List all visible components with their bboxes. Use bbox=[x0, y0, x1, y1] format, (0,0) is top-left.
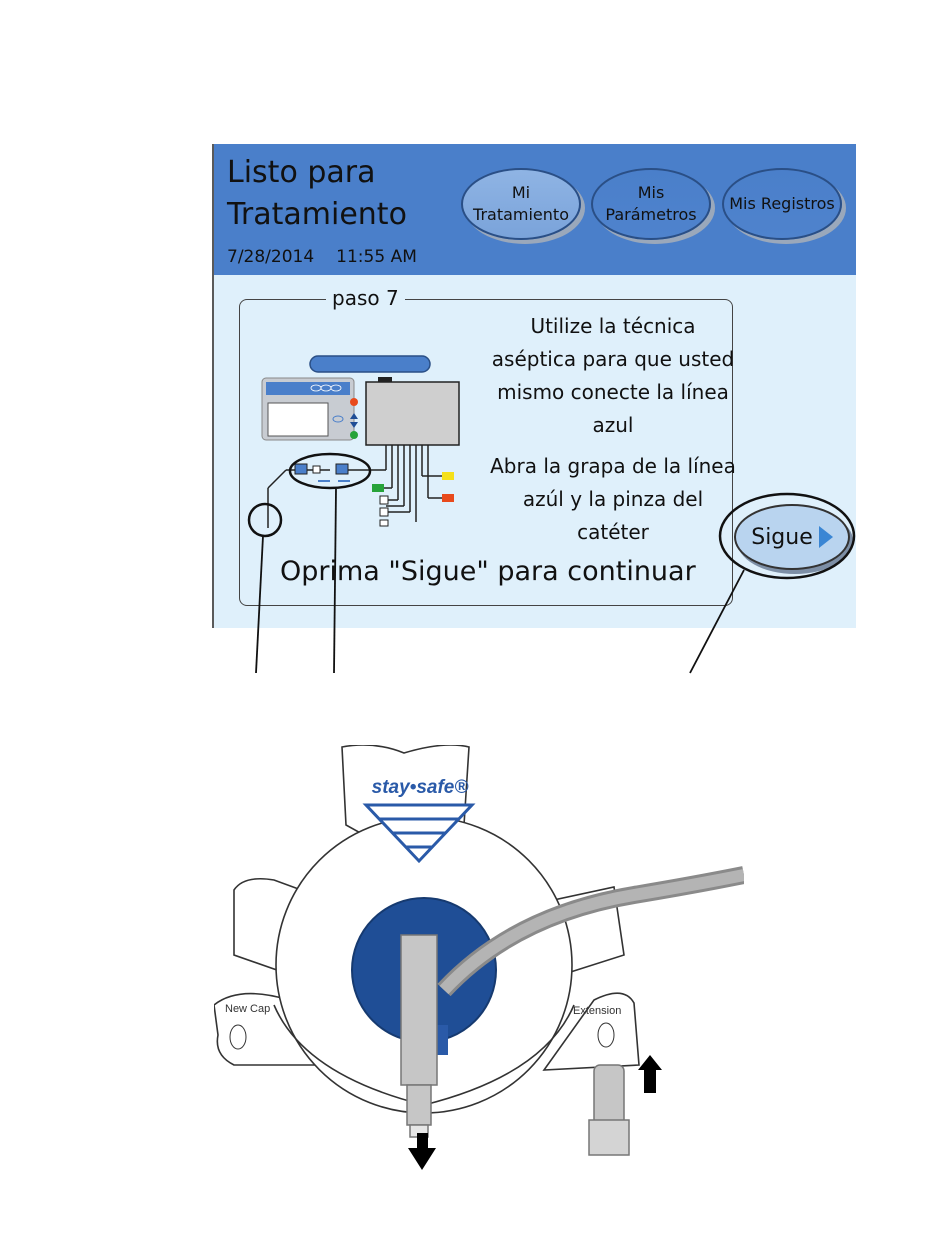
organizer-illustration bbox=[214, 745, 744, 1175]
extension-label: Extension bbox=[573, 1005, 621, 1017]
new-cap-label: New Cap bbox=[225, 1003, 270, 1015]
callout-line bbox=[690, 570, 744, 673]
stay-safe-logo: stay•safe® bbox=[340, 777, 500, 799]
callout-ellipse-connector bbox=[290, 454, 370, 488]
callout-line bbox=[334, 489, 336, 673]
callout-ellipse-button bbox=[720, 494, 854, 578]
callout-line bbox=[256, 536, 263, 673]
callout-circle-line-end bbox=[249, 504, 281, 536]
